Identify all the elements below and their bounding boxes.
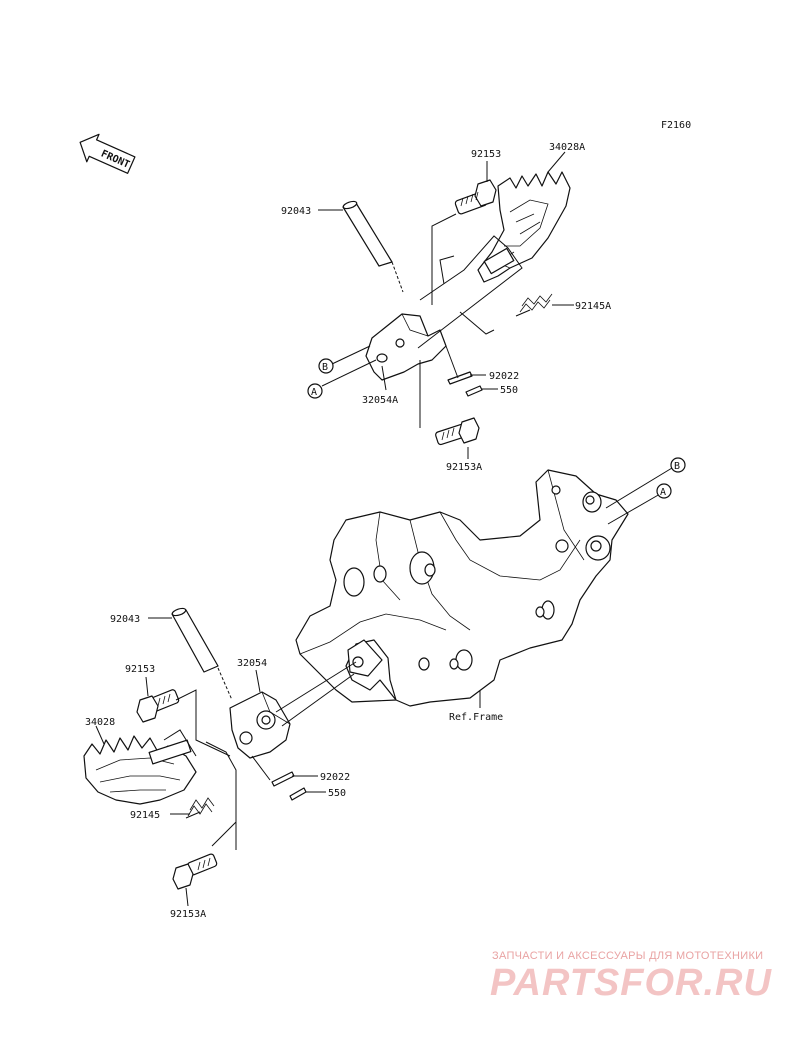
label-34028: 34028 <box>85 717 115 728</box>
callout-b-frame-label: B <box>674 461 680 472</box>
callout-b-top-label: B <box>322 362 328 373</box>
leader-callout-b-frame <box>605 467 673 509</box>
bracket-32054 <box>229 691 291 759</box>
spring-92145 <box>185 797 215 819</box>
frame-outline <box>295 469 629 707</box>
label-92153-bottom: 92153 <box>125 664 155 675</box>
bolt-92153-bottom <box>136 689 180 723</box>
pin-92043-top <box>342 200 404 293</box>
footpeg-34028 <box>83 735 197 805</box>
leader-34028A <box>547 151 566 173</box>
bolt-92153A-top <box>435 417 480 446</box>
spring-92145A <box>515 293 553 317</box>
label-92022-bottom: 92022 <box>320 772 350 783</box>
pin-92043-bottom <box>171 607 233 701</box>
label-32054A: 32054A <box>362 395 398 406</box>
label-92153-top: 92153 <box>471 149 501 160</box>
label-92022-top: 92022 <box>489 371 519 382</box>
label-92153A-bottom: 92153A <box>170 909 206 920</box>
label-34028A: 34028A <box>549 142 585 153</box>
label-92153A-top: 92153A <box>446 462 482 473</box>
cotter-92022-bottom <box>271 771 295 787</box>
callout-a-frame <box>656 483 672 499</box>
label-550-bottom: 550 <box>328 788 346 799</box>
label-550-top: 550 <box>500 385 518 396</box>
leader-92153A-bottom <box>185 887 189 907</box>
label-32054: 32054 <box>237 658 267 669</box>
label-92043-bottom: 92043 <box>110 614 140 625</box>
leader-callout-b-top <box>331 345 371 365</box>
label-92145A: 92145A <box>575 301 611 312</box>
label-92043-top: 92043 <box>281 206 311 217</box>
bolt-92153A-bottom <box>172 853 218 890</box>
cotter-92022-top <box>447 371 473 385</box>
leader-32054A <box>381 365 387 391</box>
label-92145: 92145 <box>130 810 160 821</box>
leader-callout-a-top <box>321 359 377 387</box>
callout-b-frame <box>670 457 686 473</box>
leader-34028 <box>95 725 105 745</box>
diagram-code: F2160 <box>661 120 691 131</box>
washer-550-bottom <box>289 787 307 801</box>
bolt-92153-top <box>454 179 497 215</box>
callout-b-top <box>318 358 334 374</box>
leader-32054 <box>255 669 261 693</box>
washer-550-top <box>465 385 483 397</box>
watermark-logo: PARTSFOR.RU <box>490 962 772 1004</box>
callout-a-frame-label: A <box>660 487 666 498</box>
footpeg-34028A <box>477 171 571 283</box>
assembly-lines-top <box>417 213 523 428</box>
leader-92153-bottom <box>145 676 149 697</box>
callout-a-top <box>307 383 323 399</box>
watermark-tagline: ЗАПЧАСТИ И АКСЕССУАРЫ ДЛЯ МОТОТЕХНИКИ <box>492 950 764 962</box>
leader-callout-a-frame <box>607 493 661 525</box>
ref-frame-label: Ref.Frame <box>449 712 503 723</box>
bracket-32054A <box>365 313 447 381</box>
assembly-lines-bottom <box>163 661 357 850</box>
front-arrow-icon: FRONT <box>79 133 136 174</box>
callout-a-top-label: A <box>311 387 317 398</box>
